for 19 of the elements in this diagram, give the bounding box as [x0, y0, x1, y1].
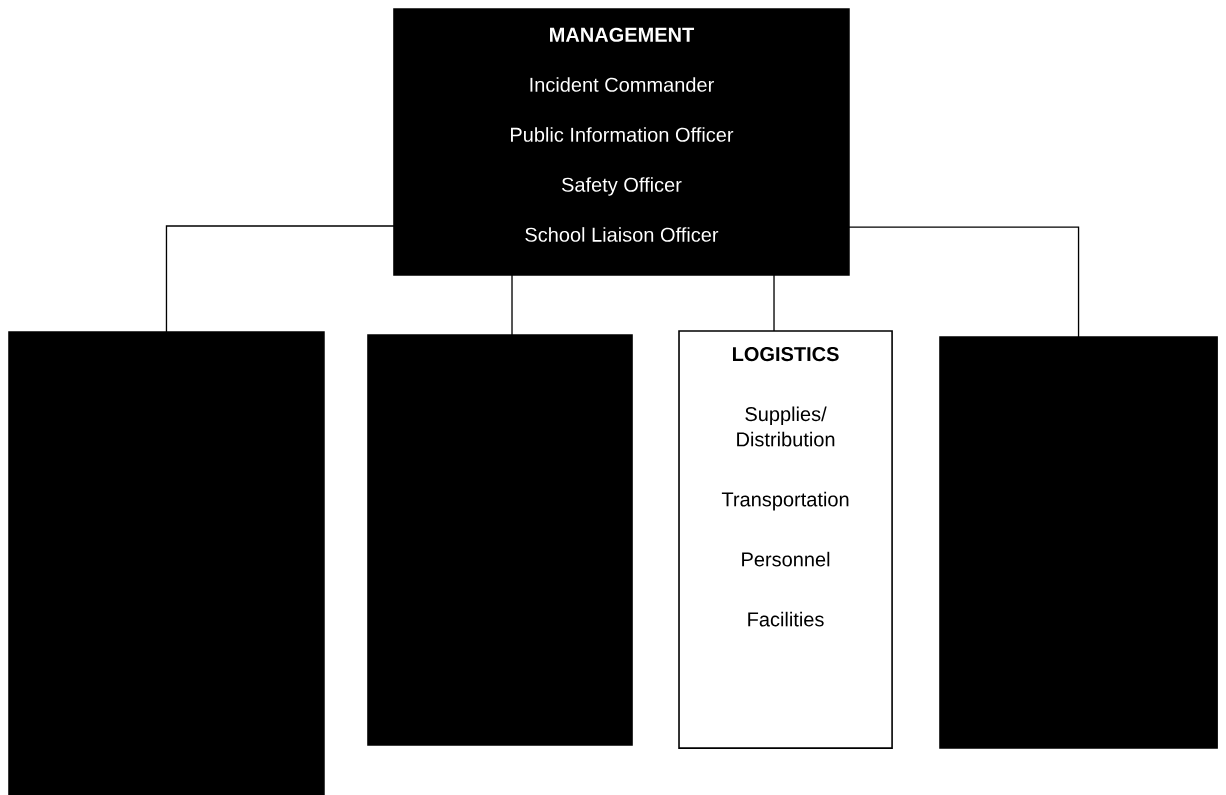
role-text: Supplies/ Distribution — [737, 406, 835, 447]
connector-line — [848, 226, 1080, 338]
box-heading: LOGISTICS — [733, 347, 839, 362]
role-text: Safety Officer — [562, 177, 682, 196]
role-text: Personnel — [742, 551, 830, 567]
role-text: School Liaison Officer — [525, 227, 719, 242]
role-text: Incident Commander — [530, 77, 714, 92]
box-heading: MANAGEMENT — [550, 27, 695, 42]
org-box — [367, 334, 633, 746]
org-box — [393, 8, 850, 276]
org-box — [678, 330, 893, 749]
org-box — [939, 336, 1218, 749]
role-text: Facilities — [748, 611, 824, 627]
role-text: Transportation — [721, 491, 849, 511]
connector-line — [511, 274, 513, 336]
connector-line — [165, 225, 395, 333]
role-text: Public Information Officer — [511, 127, 734, 142]
org-box — [8, 331, 325, 795]
connector-line — [773, 274, 775, 332]
